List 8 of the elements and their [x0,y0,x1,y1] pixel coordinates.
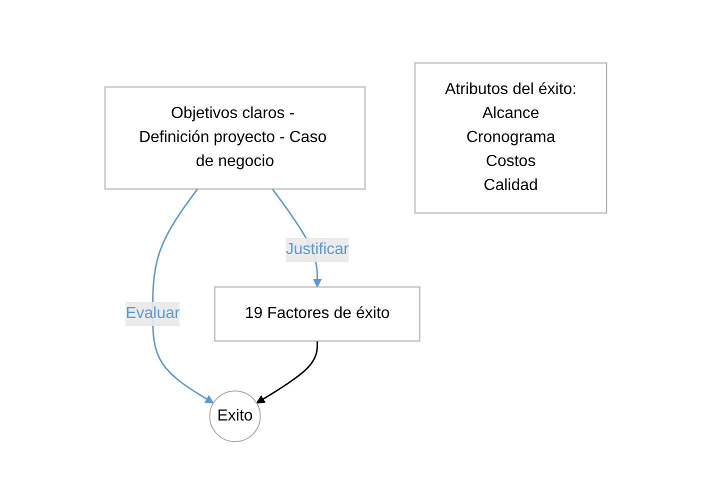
edge-label: Evaluar [126,304,180,322]
node-box: Objetivos claros - Definición proyecto - Caso de negocio [104,86,366,190]
arrow [152,188,214,404]
arrow [256,340,318,404]
edge-label: Justificar [286,240,350,258]
node-box: Atributos del éxito: Alcance Cronograma Costos Calidad [414,62,608,214]
node-circle: Exito [209,390,261,442]
node-box: 19 Factores de éxito [214,286,420,342]
